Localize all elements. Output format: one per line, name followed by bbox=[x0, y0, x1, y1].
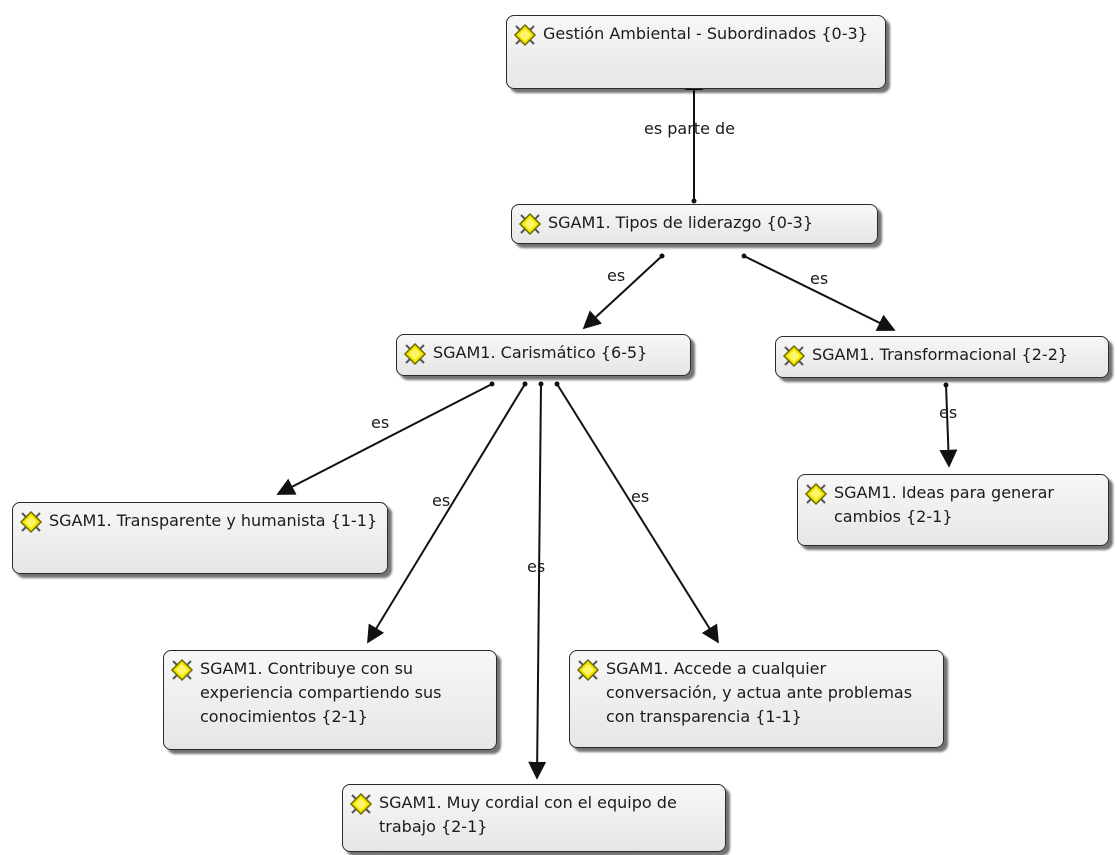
edge-carismatico-to-accede[interactable] bbox=[554, 381, 719, 644]
node-label: Gestión Ambiental - Subordinados {0-3} bbox=[543, 24, 868, 43]
node-contribuye-experiencia[interactable]: SGAM1. Contribuye con su experiencia com… bbox=[163, 650, 497, 750]
code-node-icon bbox=[576, 658, 600, 682]
node-accede-conversacion[interactable]: SGAM1. Accede a cualquier conversación, … bbox=[569, 650, 944, 748]
code-node-icon bbox=[170, 658, 194, 682]
node-label: SGAM1. Contribuye con su experiencia com… bbox=[200, 659, 442, 726]
node-label: SGAM1. Carismático {6-5} bbox=[433, 343, 648, 362]
code-node-icon bbox=[513, 23, 537, 47]
node-label: SGAM1. Ideas para generar cambios {2-1} bbox=[834, 483, 1054, 526]
node-label: SGAM1. Tipos de liderazgo {0-3} bbox=[548, 213, 814, 232]
edge-label-es: es bbox=[432, 491, 451, 510]
node-transparente-humanista[interactable]: SGAM1. Transparente y humanista {1-1} bbox=[12, 502, 388, 574]
edge-label-es: es bbox=[631, 487, 650, 506]
node-gestion-ambiental[interactable]: Gestión Ambiental - Subordinados {0-3} bbox=[506, 15, 886, 89]
node-muy-cordial[interactable]: SGAM1. Muy cordial con el equipo de trab… bbox=[342, 784, 726, 852]
edge-carismatico-to-contribuye[interactable] bbox=[367, 381, 528, 644]
node-label: SGAM1. Transparente y humanista {1-1} bbox=[49, 511, 378, 530]
edge-label-es: es bbox=[939, 403, 958, 422]
node-label: SGAM1. Muy cordial con el equipo de trab… bbox=[379, 793, 677, 836]
edge-tipos-to-transformacional[interactable] bbox=[741, 253, 896, 331]
edge-carismatico-to-transparente[interactable] bbox=[276, 381, 495, 495]
code-node-icon bbox=[349, 792, 373, 816]
code-node-icon bbox=[403, 342, 427, 366]
node-transformacional[interactable]: SGAM1. Transformacional {2-2} bbox=[775, 336, 1109, 378]
edge-transformacional-to-ideas[interactable] bbox=[939, 382, 958, 468]
code-node-icon bbox=[518, 212, 542, 236]
code-node-icon bbox=[804, 482, 828, 506]
edge-label-es: es bbox=[607, 266, 626, 285]
code-node-icon bbox=[19, 510, 43, 534]
edge-label-es: es bbox=[810, 269, 829, 288]
node-tipos-de-liderazgo[interactable]: SGAM1. Tipos de liderazgo {0-3} bbox=[511, 204, 878, 244]
edge-label-es: es bbox=[371, 413, 390, 432]
node-label: SGAM1. Accede a cualquier conversación, … bbox=[606, 659, 913, 726]
code-node-icon bbox=[782, 344, 806, 368]
edge-tipos-to-carismatico[interactable] bbox=[582, 253, 665, 330]
node-ideas-cambios[interactable]: SGAM1. Ideas para generar cambios {2-1} bbox=[797, 474, 1109, 546]
node-carismatico[interactable]: SGAM1. Carismático {6-5} bbox=[396, 334, 691, 376]
edge-label-es-parte-de: es parte de bbox=[644, 119, 736, 138]
node-label: SGAM1. Transformacional {2-2} bbox=[812, 345, 1069, 364]
edge-label-es: es bbox=[527, 557, 546, 576]
edge-carismatico-to-cordial[interactable] bbox=[528, 381, 547, 780]
